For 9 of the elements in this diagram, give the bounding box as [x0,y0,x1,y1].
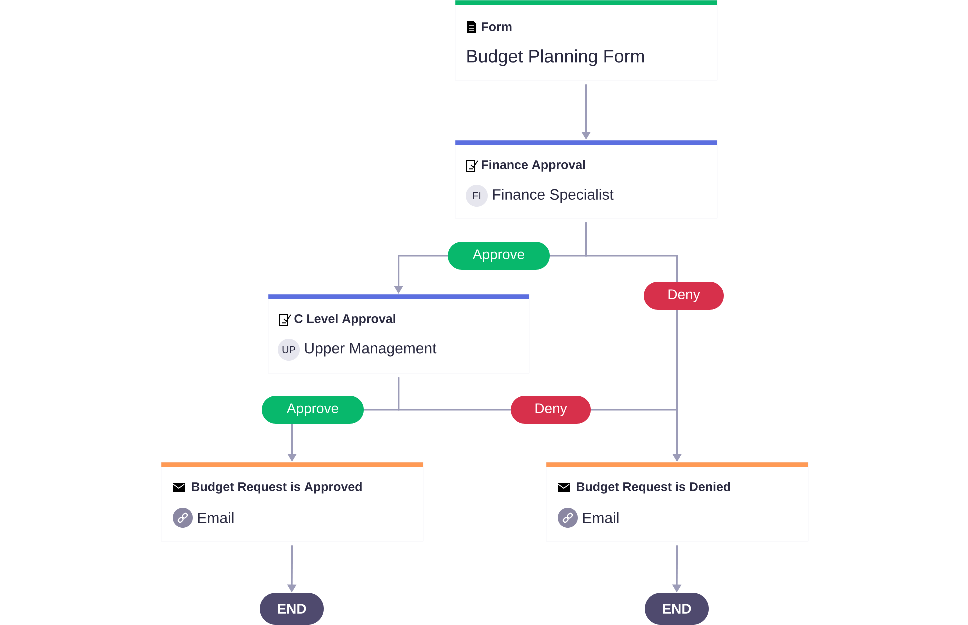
process-card: Budget Request is Denied Email [546,462,809,542]
edge-label: Approve [262,396,364,424]
edge-label: Deny [511,396,591,424]
process-card: Form Budget Planning Form [455,0,718,81]
edge-label: Approve [448,242,550,270]
process-card: Budget Request is Approved Email [161,462,424,542]
end-terminal: END [645,593,709,625]
end-terminal: END [260,593,324,625]
edge-label: Deny [644,282,724,310]
